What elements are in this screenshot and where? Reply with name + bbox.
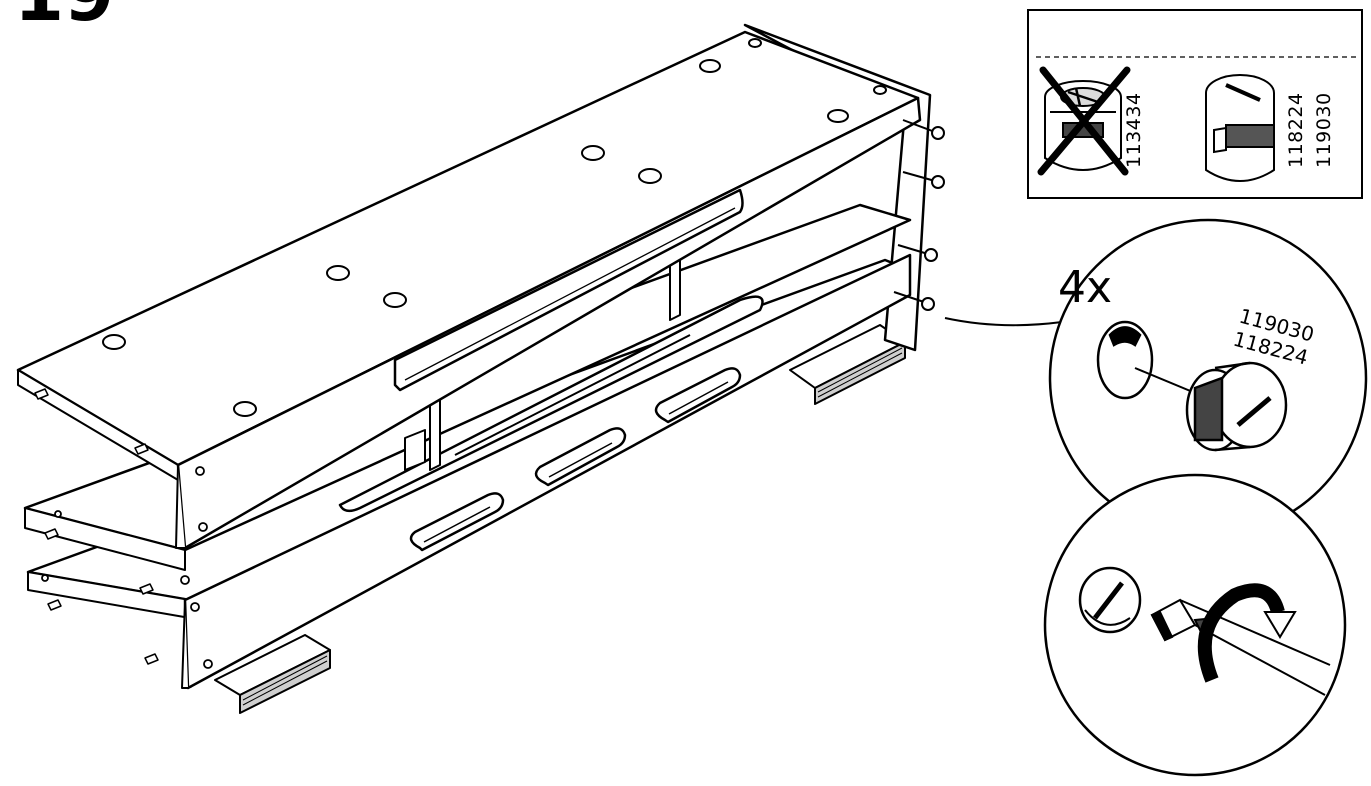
step-number: 19 [14, 0, 114, 37]
top-panel-cam-holes [102, 38, 887, 417]
shelf-unit-drawing [16, 23, 945, 714]
cam-lock-nut-icon [1205, 74, 1275, 182]
dowel-pins [34, 388, 159, 665]
part-legend-box: 113434 118224 119030 [1027, 9, 1363, 199]
cam-bolts-right [893, 119, 945, 311]
rotate-clockwise-icon [1197, 583, 1297, 683]
cross-out-icon [1037, 66, 1131, 176]
front-apron [181, 253, 912, 690]
screwdriver-icon [1150, 598, 1331, 696]
correct-part-number-1: 118224 [1285, 92, 1307, 168]
correct-part-number-2: 119030 [1313, 92, 1335, 168]
cam-lock-nut-insert-icon [1185, 361, 1288, 452]
detail-callout-tighten [1043, 473, 1347, 777]
support-block-left [214, 634, 331, 714]
wrong-part-number: 113434 [1123, 92, 1145, 168]
top-panel [16, 30, 922, 550]
quantity-label: 4x [1058, 262, 1112, 313]
detail-callout-insert: 4x 119030 118224 [944, 218, 1368, 538]
cam-lock-slot-icon [1078, 566, 1142, 634]
front-panel-holes [41, 466, 213, 669]
